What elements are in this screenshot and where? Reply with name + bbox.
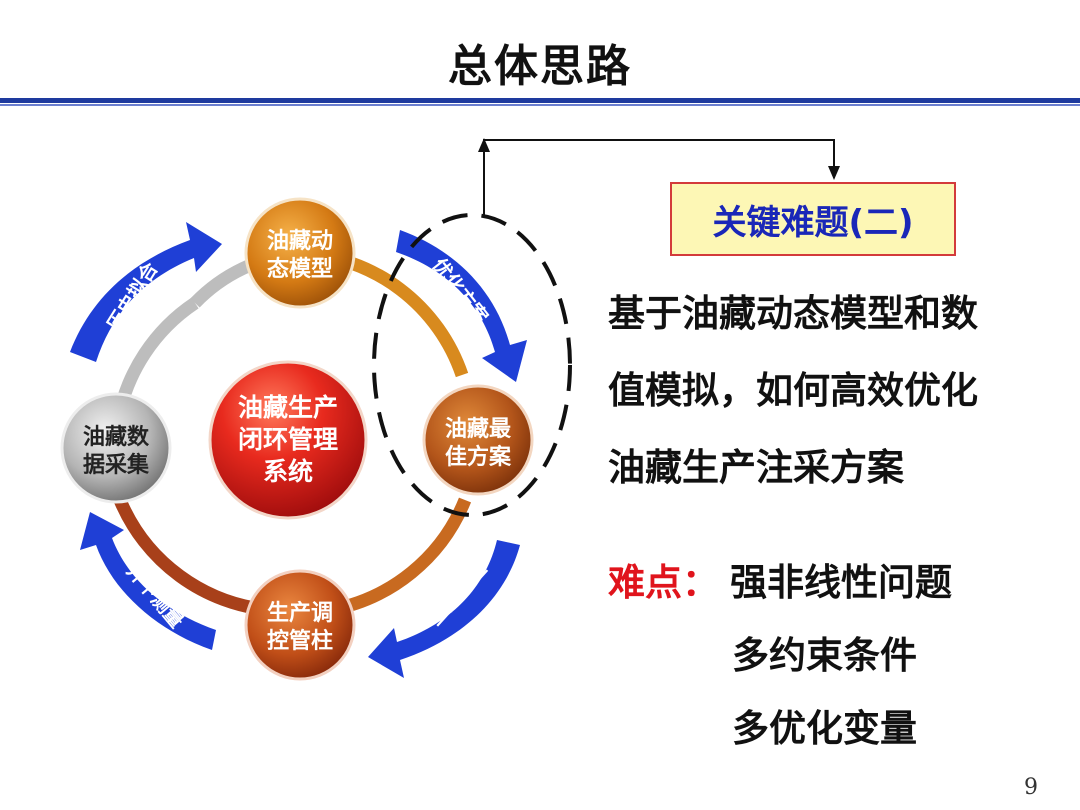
node-bottom-line-2: 控管柱 bbox=[267, 628, 333, 654]
key-problem-box: 关键难题(二) bbox=[670, 182, 956, 256]
description-line-1: 基于油藏动态模型和数 bbox=[608, 292, 978, 335]
page-number: 9 bbox=[1024, 775, 1038, 800]
arrow-downhole-measure bbox=[80, 512, 216, 650]
difficulty-label: 难点： bbox=[608, 561, 719, 604]
title-rule-light bbox=[0, 104, 1080, 106]
center-line-2: 闭环管理 bbox=[238, 425, 338, 454]
difficulty-item-3: 多优化变量 bbox=[732, 707, 917, 750]
node-optimal-plan bbox=[422, 384, 534, 496]
arrow-history-match bbox=[70, 222, 222, 362]
title-rule bbox=[0, 98, 1080, 103]
arrow-optimization bbox=[396, 230, 527, 382]
center-line-3: 系统 bbox=[263, 457, 313, 486]
difficulty-item-1: 强非线性问题 bbox=[730, 561, 952, 604]
page-title: 总体思路 bbox=[448, 41, 632, 92]
node-top-line-2: 态模型 bbox=[267, 256, 333, 282]
connector-arrowhead-up bbox=[478, 138, 490, 152]
node-bottom-line-1: 生产调 bbox=[267, 601, 333, 626]
node-left-line-1: 油藏数 bbox=[83, 424, 150, 450]
ring-segment-orange-2 bbox=[328, 497, 472, 617]
node-data-collection bbox=[60, 392, 172, 504]
node-right-line-1: 油藏最 bbox=[445, 417, 512, 442]
ring-segment-brown bbox=[114, 497, 271, 617]
node-left-line-2: 据采集 bbox=[83, 452, 150, 478]
center-circle bbox=[208, 360, 368, 520]
connector-arrowhead-down bbox=[828, 166, 840, 180]
connector-line bbox=[483, 139, 835, 216]
node-right-line-2: 佳方案 bbox=[445, 444, 512, 470]
center-line-1: 油藏生产 bbox=[238, 393, 338, 422]
node-dynamic-model bbox=[244, 197, 356, 309]
difficulty-item-2: 多约束条件 bbox=[732, 634, 917, 677]
highlight-ellipse bbox=[372, 213, 572, 517]
description-line-2: 值模拟，如何高效优化 bbox=[608, 369, 978, 412]
node-top-line-1: 油藏动 bbox=[267, 229, 333, 254]
node-production-control bbox=[244, 569, 356, 681]
description-line-3: 油藏生产注采方案 bbox=[608, 446, 904, 489]
arrow-production-control bbox=[368, 540, 520, 678]
